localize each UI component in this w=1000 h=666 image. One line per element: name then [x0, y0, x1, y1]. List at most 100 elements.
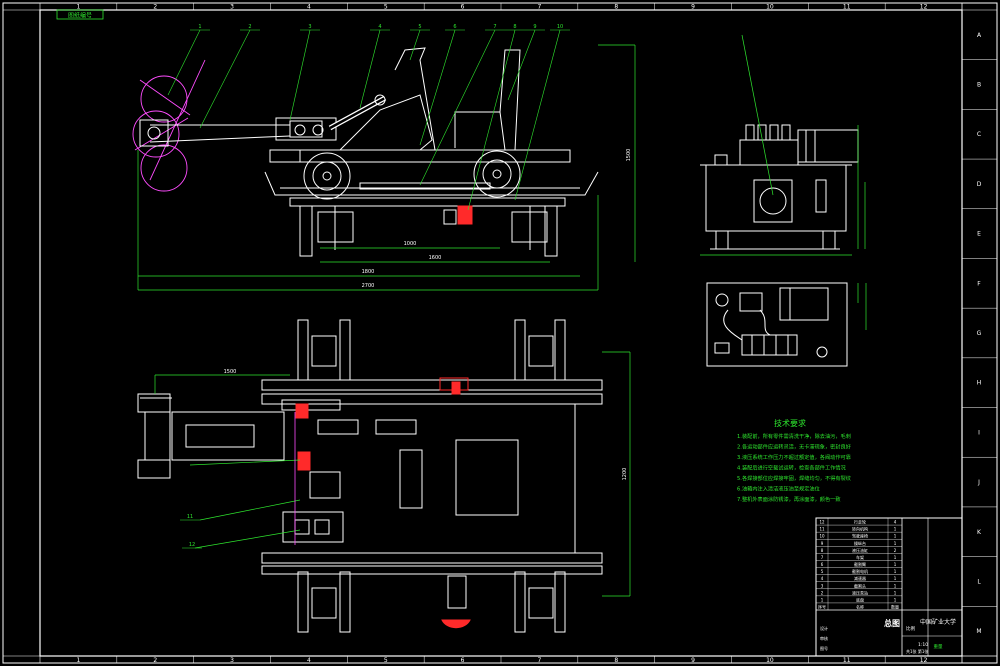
- dim-plan-length: 1500: [224, 369, 237, 375]
- bom-header-name: 名称: [856, 604, 864, 610]
- dim-overall-inner: 1800: [362, 269, 375, 275]
- part-balloon: 2: [248, 24, 251, 30]
- grid-col-label: 3: [230, 4, 234, 11]
- grid-col-label: 3: [230, 657, 234, 664]
- weight-label: 重量: [934, 643, 943, 650]
- bom-name: 减速器: [854, 575, 866, 581]
- drawing-stamp: [56, 9, 104, 20]
- drawing-name: 总图: [884, 618, 900, 628]
- grid-col-label: 5: [384, 657, 388, 664]
- bom-qty: 1: [894, 569, 897, 574]
- bom-name: 转向机构: [852, 526, 868, 532]
- grid-col-label: 4: [307, 4, 311, 11]
- bom-qty: 1: [894, 541, 897, 546]
- tech-req-item: 7.整机外表面涂防锈漆，再涂面漆，颜色一致: [737, 495, 841, 503]
- grid-col-label: 8: [614, 4, 618, 11]
- grid-row-label: H: [977, 380, 982, 387]
- plan-dimension-texts: 1500 1200: [224, 369, 628, 480]
- grid-col-label: 6: [461, 4, 465, 11]
- stamp-label: 图纸编号: [68, 12, 92, 20]
- tech-req-item: 3.液压系统工作压力不超过额定值，各阀动作可靠: [737, 453, 851, 461]
- grid-row-label: E: [977, 231, 981, 238]
- grid-col-label: 2: [153, 4, 157, 11]
- bom-qty: 1: [894, 534, 897, 539]
- bom-name: 截割头: [854, 582, 866, 588]
- bom-name: 截割臂: [854, 561, 866, 567]
- tech-req-item: 1.装配前，所有零件需清洗干净，除去油污，毛刺: [737, 432, 851, 440]
- design-label: 设计: [820, 625, 828, 631]
- red-cutter-plan: [441, 619, 471, 629]
- part-balloon: 11: [187, 514, 193, 520]
- scale-value: 1:10: [918, 642, 928, 648]
- bom-qty: 1: [894, 576, 897, 581]
- part-balloons-plan: 11 12: [180, 514, 202, 549]
- tech-req-title: 技术要求: [774, 418, 806, 428]
- plan-view: [137, 319, 631, 633]
- tech-req-item: 5.各焊接部位应焊接牢固，焊缝均匀，不得有裂纹: [737, 474, 852, 482]
- bom-qty: 4: [894, 520, 897, 525]
- part-balloon: 8: [513, 24, 516, 30]
- bom-name: 驾驶座椅: [852, 533, 868, 539]
- grid-col-label: 7: [538, 657, 542, 664]
- bom-no: 11: [819, 527, 825, 532]
- bom-name: 操纵台: [854, 540, 866, 546]
- grid-row-label: F: [977, 280, 981, 287]
- tech-req-item: 2.各运动部件应运转灵活，无卡滞现象，密封良好: [737, 443, 851, 451]
- bom-name: 车架: [856, 554, 864, 560]
- sheet-count: 共1张 第1张: [906, 648, 928, 654]
- grid-col-label: 12: [920, 4, 928, 11]
- bom-no: 4: [821, 576, 824, 581]
- grid-col-label: 5: [384, 4, 388, 11]
- bom-header-qty: 数量: [891, 604, 899, 610]
- part-balloon: 1: [198, 24, 201, 30]
- part-balloon: 6: [453, 24, 456, 30]
- bom-no: 1: [821, 597, 824, 602]
- plan-wheels: [297, 319, 566, 633]
- bom-no: 8: [821, 548, 824, 553]
- grid-col-label: 9: [691, 657, 695, 664]
- grid-col-label: 12: [920, 657, 928, 664]
- sheet-no-label: 图号: [820, 645, 828, 651]
- dim-track-outer: 1600: [429, 255, 442, 261]
- part-balloon: 10: [557, 24, 563, 30]
- part-balloon: 5: [418, 24, 421, 30]
- dim-plan-width: 1200: [622, 468, 628, 481]
- grid-row-label: G: [977, 330, 982, 337]
- bom-name: 液压油缸: [852, 547, 868, 553]
- grid-col-label: 1: [77, 657, 81, 664]
- grid-col-label: 11: [843, 657, 851, 664]
- part-balloon: 7: [493, 24, 496, 30]
- grid-col-label: 7: [538, 4, 542, 11]
- bom-no: 10: [819, 534, 825, 539]
- bom-name: 液压泵站: [852, 589, 868, 595]
- grid-col-label: 2: [153, 657, 157, 664]
- grid-col-label: 9: [691, 4, 695, 11]
- bom-no: 5: [821, 569, 824, 574]
- tech-req-item: 4.装配后进行空载试运转，检查各部件工作情况: [737, 464, 847, 472]
- bom-qty: 2: [894, 548, 897, 553]
- check-label: 审核: [820, 635, 828, 641]
- part-balloon: 12: [189, 542, 195, 548]
- part-balloon: 4: [378, 24, 381, 30]
- tech-req-items: 1.装配前，所有零件需清洗干净，除去油污，毛刺 2.各运动部件应运转灵活，无卡滞现…: [737, 432, 852, 503]
- bom-qty: 1: [894, 562, 897, 567]
- grid-col-label: 10: [766, 4, 774, 11]
- bom-no: 12: [819, 520, 825, 525]
- dim-wheelbase: 1000: [404, 241, 417, 247]
- grid-col-label: 8: [614, 657, 618, 664]
- grid-row-label: K: [977, 529, 982, 536]
- grid-row-label: J: [977, 479, 980, 486]
- side-dimension-texts: 2700 1800 1600 1000 1500: [362, 149, 632, 289]
- tech-req-item: 6.油箱内注入清洁液压油至规定油位: [737, 485, 820, 493]
- bom-header-no: 序号: [818, 604, 826, 610]
- bom-no: 9: [821, 541, 824, 546]
- grid-row-label: C: [977, 131, 981, 138]
- grid-row-label: L: [977, 578, 981, 585]
- grid-row-label: I: [978, 429, 980, 436]
